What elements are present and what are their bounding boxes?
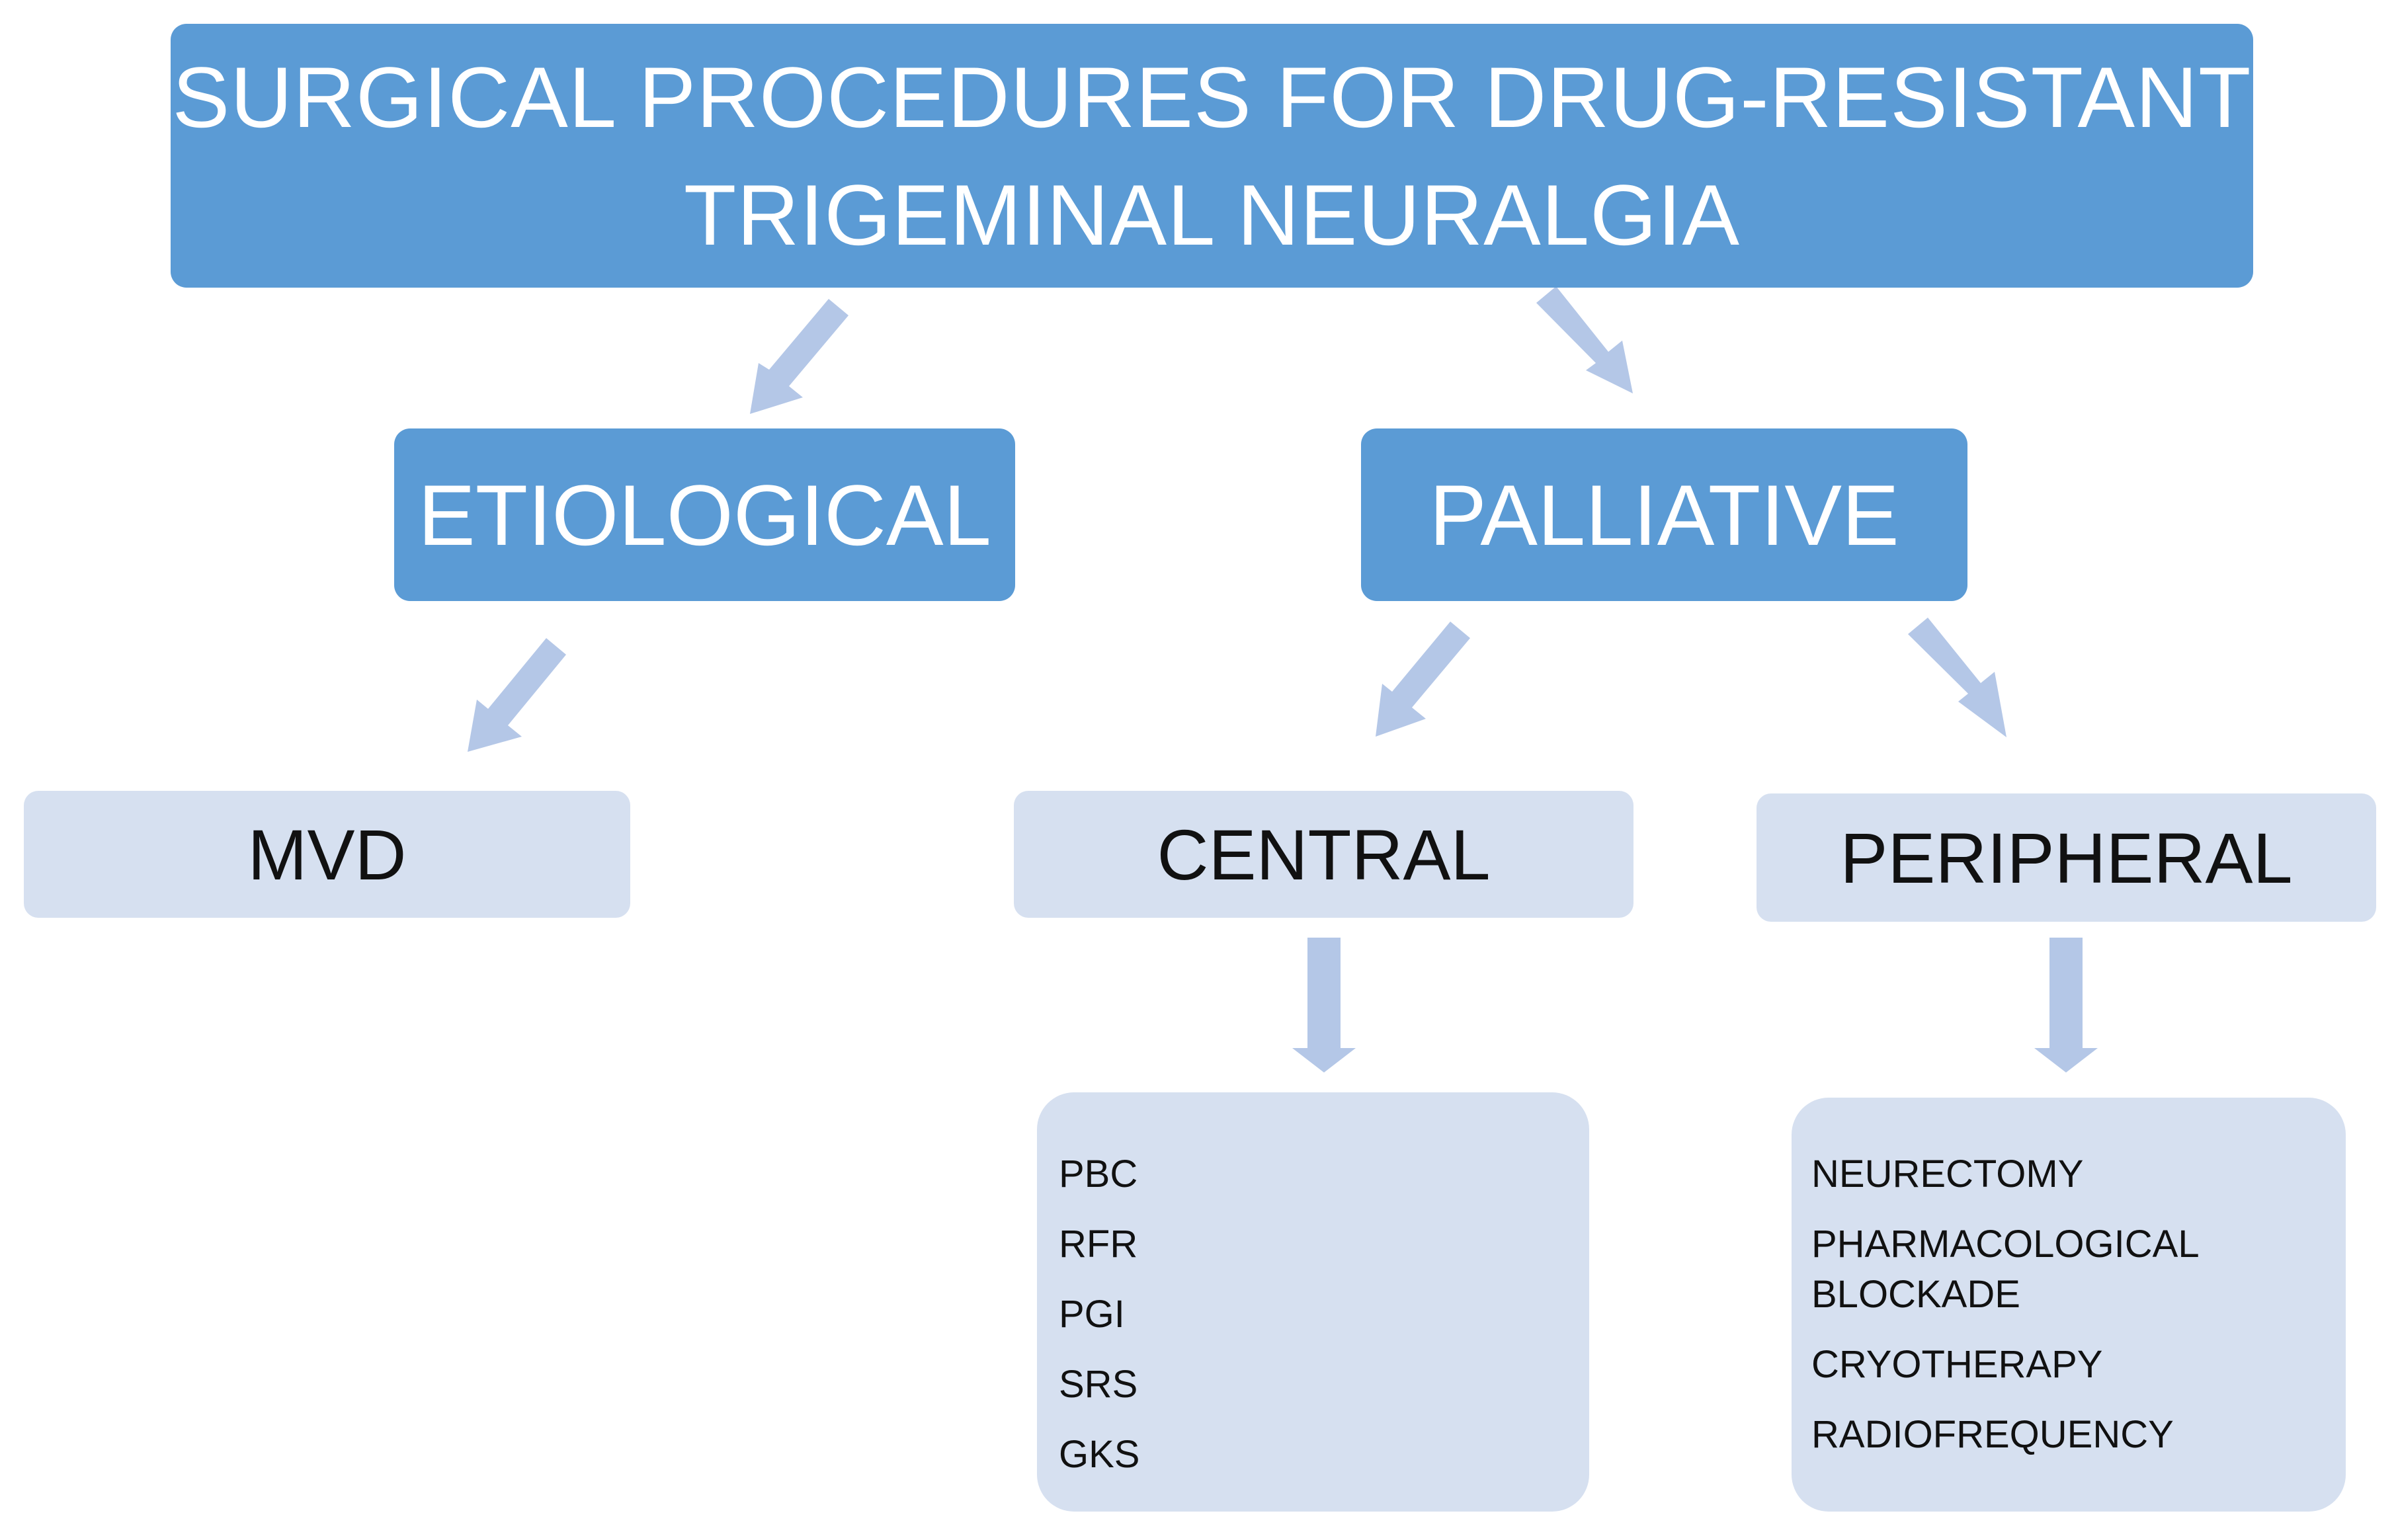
list-item: GKS	[1059, 1433, 1140, 1476]
peripheral-label: PERIPHERAL	[1840, 817, 2293, 898]
central-label: CENTRAL	[1157, 814, 1491, 895]
arrow-title-to-etiological	[750, 299, 848, 414]
arrow-etiological-to-mvd	[468, 638, 566, 752]
etiological-box: ETIOLOGICAL	[394, 428, 1015, 601]
list-item: CRYOTHERAPY	[1811, 1343, 2103, 1386]
arrow-central-to-list	[1292, 938, 1356, 1073]
central-box: CENTRAL	[1014, 791, 1633, 918]
list-item: PGI	[1059, 1293, 1125, 1336]
list-item: SRS	[1059, 1363, 1138, 1406]
peripheral-box: PERIPHERAL	[1757, 793, 2376, 922]
palliative-box: PALLIATIVE	[1361, 428, 1967, 601]
list-item: NEURECTOMY	[1811, 1153, 2084, 1196]
central-procedures-list: PBC RFR PGI SRS GKS	[1037, 1092, 1589, 1512]
mvd-box: MVD	[24, 791, 630, 918]
arrow-peripheral-to-list	[2034, 938, 2098, 1073]
list-item: PHARMACOLOGICAL BLOCKADE	[1811, 1223, 2198, 1316]
list-item: PBC	[1059, 1153, 1138, 1196]
arrow-palliative-to-peripheral	[1908, 618, 2006, 737]
title-box: SURGICAL PROCEDURES FOR DRUG-RESISTANT T…	[171, 24, 2253, 288]
title-line-1: SURGICAL PROCEDURES FOR DRUG-RESISTANT	[172, 48, 2252, 145]
list-item: RFR	[1059, 1223, 1138, 1266]
mvd-label: MVD	[247, 814, 407, 895]
etiological-label: ETIOLOGICAL	[418, 466, 991, 563]
title-line-2: TRIGEMINAL NEURALGIA	[683, 166, 1741, 263]
arrow-title-to-palliative	[1536, 286, 1633, 393]
palliative-label: PALLIATIVE	[1429, 466, 1899, 563]
arrow-palliative-to-central	[1376, 622, 1470, 737]
list-item: RADIOFREQUENCY	[1811, 1413, 2174, 1456]
peripheral-procedures-list: NEURECTOMY PHARMACOLOGICAL BLOCKADE CRYO…	[1792, 1098, 2346, 1512]
